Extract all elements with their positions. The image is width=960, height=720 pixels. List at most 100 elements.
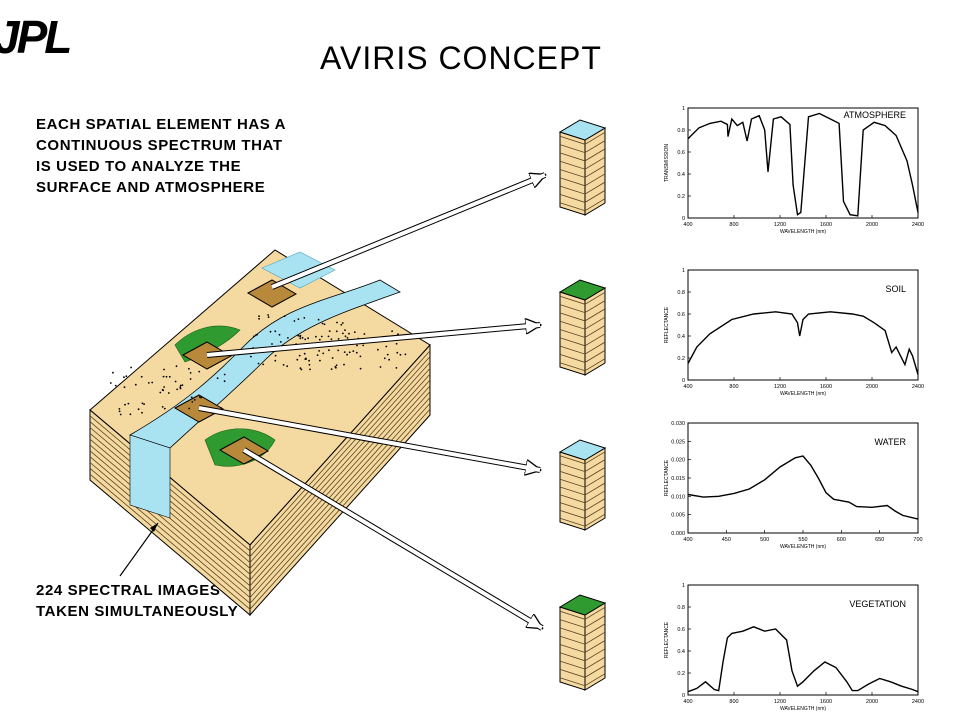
soil-dot	[151, 381, 154, 384]
y-axis-title: REFLECTANCE	[664, 306, 670, 343]
soil-dot	[269, 350, 272, 353]
y-tick-label: 0.000	[671, 531, 685, 537]
y-tick-label: 0.2	[677, 671, 685, 677]
soil-dot	[176, 388, 179, 391]
soil-dot	[304, 357, 307, 360]
spectral-images-caption: 224 SPECTRAL IMAGES TAKEN SIMULTANEOUSLY	[36, 580, 238, 622]
soil-dot	[143, 403, 146, 405]
soil-dot	[258, 315, 260, 318]
soil-dot	[318, 338, 321, 341]
caption-line: CONTINUOUS SPECTRUM THAT	[36, 137, 283, 154]
soil-dot	[315, 335, 317, 338]
soil-dot	[308, 363, 311, 366]
soil-dot	[329, 342, 331, 345]
soil-dot	[299, 335, 302, 338]
soil-dot	[321, 341, 324, 344]
y-tick-label: 1	[682, 268, 685, 274]
soil-dot	[161, 406, 164, 408]
soil-dot	[188, 367, 190, 370]
soil-dot	[335, 366, 337, 369]
soil-dot	[341, 322, 344, 324]
x-tick-label: 2400	[912, 384, 924, 390]
soil-dot	[223, 380, 226, 383]
soil-dot	[125, 375, 128, 378]
soil-dot	[212, 412, 214, 415]
y-tick-label: 0.4	[677, 334, 685, 340]
y-tick-label: 0	[682, 216, 685, 222]
x-axis-title: WAVELENGTH (nm)	[780, 229, 826, 235]
y-tick-label: 1	[682, 583, 685, 589]
soil-dot	[161, 388, 164, 391]
soil-dot	[250, 355, 252, 358]
soil-dot	[334, 366, 337, 368]
caption-line: IS USED TO ANALYZE THE	[36, 158, 242, 175]
soil-dot	[168, 375, 171, 378]
spatial-element-caption: EACH SPATIAL ELEMENT HAS A CONTINUOUS SP…	[36, 114, 286, 198]
soil-dot	[165, 375, 168, 378]
soil-dot	[356, 344, 358, 347]
soil-dot	[223, 373, 226, 376]
soil-dot	[254, 334, 257, 337]
x-tick-label: 600	[837, 537, 846, 543]
y-tick-label: 0.8	[677, 128, 685, 134]
soil-dot	[295, 343, 297, 345]
soil-dot	[359, 367, 362, 370]
x-tick-label: 1200	[774, 222, 786, 228]
chart-label: WATER	[875, 437, 907, 447]
y-tick-label: 0.010	[671, 494, 685, 500]
soil-dot	[404, 353, 407, 356]
soil-dot	[286, 365, 289, 368]
soil-dot	[386, 353, 389, 356]
soil-dot	[337, 349, 340, 352]
y-tick-label: 0.6	[677, 150, 685, 156]
soil-dot	[352, 350, 355, 352]
soil-dot	[304, 338, 307, 341]
pixel-arrows	[198, 172, 545, 631]
forest-patch	[204, 428, 276, 467]
soil-dot	[262, 363, 265, 366]
soil-dot	[318, 350, 320, 352]
soil-dot	[337, 338, 340, 340]
soil-dot	[190, 396, 193, 399]
soil-dot	[191, 401, 194, 403]
spectrum-line	[687, 311, 919, 375]
soil-dot	[159, 391, 162, 394]
x-axis-title: WAVELENGTH (nm)	[780, 706, 826, 712]
soil-dot	[289, 348, 291, 351]
soil-dot	[343, 363, 345, 366]
soil-dot	[377, 348, 379, 351]
soil-dot	[283, 315, 286, 318]
soil-dot	[141, 411, 143, 414]
soil-dot	[347, 339, 350, 341]
soil-dot	[307, 337, 309, 340]
plot-frame	[687, 584, 919, 696]
soil-dot	[162, 389, 165, 392]
column-soil	[558, 279, 607, 376]
caption-line: 224 SPECTRAL IMAGES	[36, 582, 221, 599]
caption-line: EACH SPATIAL ELEMENT HAS A	[36, 116, 287, 133]
soil-dot	[216, 377, 219, 380]
x-tick-label: 1600	[820, 384, 832, 390]
y-tick-label: 0.8	[677, 605, 685, 611]
soil-dot	[363, 333, 366, 335]
soil-dot	[305, 358, 307, 360]
x-tick-label: 2400	[912, 222, 924, 228]
soil-dot	[274, 359, 277, 362]
soil-dot	[327, 335, 330, 338]
soil-dot	[278, 333, 281, 336]
soil-dot	[330, 338, 333, 341]
caption-line: TAKEN SIMULTANEOUSLY	[36, 603, 239, 620]
soil-dot	[301, 336, 304, 339]
soil-dot	[395, 342, 398, 345]
soil-dot	[253, 335, 255, 338]
river	[129, 279, 401, 449]
soil-dot	[127, 402, 130, 405]
soil-dot	[179, 384, 182, 387]
soil-dot	[256, 333, 258, 336]
soil-dot	[123, 376, 125, 379]
soil-dot	[335, 330, 338, 333]
soil-dot	[317, 318, 320, 321]
